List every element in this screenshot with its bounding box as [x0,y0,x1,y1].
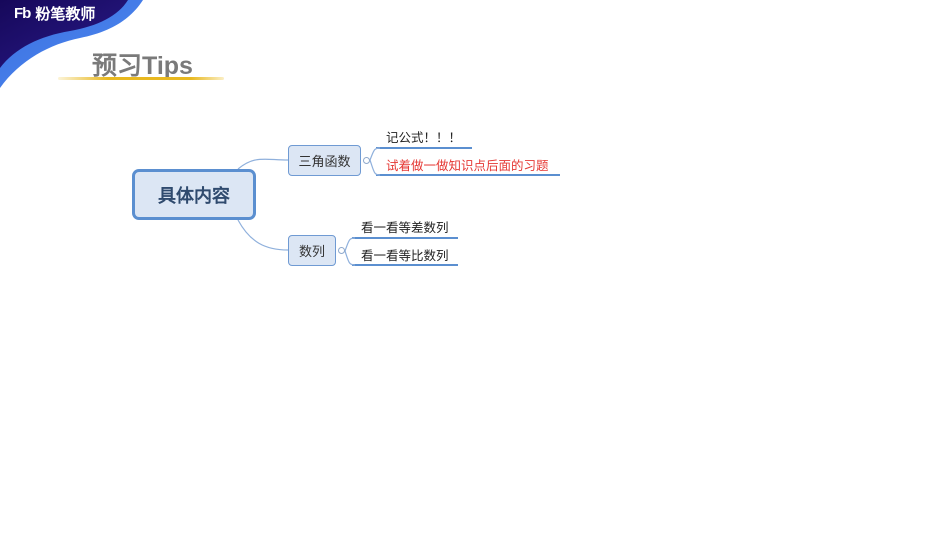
corner-wave-decoration [0,0,143,88]
mindmap-leaf[interactable]: 试着做一做知识点后面的习题 [386,158,549,173]
mindmap-root-node[interactable]: 具体内容 [132,169,256,220]
mindmap-leaf[interactable]: 看一看等比数列 [361,248,449,263]
brand-logo: Fb 粉笔教师 [14,3,95,24]
mindmap-node-trig[interactable]: 三角函数 [288,145,361,176]
page-title: 预习Tips [92,52,193,80]
mindmap-leaf[interactable]: 看一看等差数列 [361,220,449,235]
mindmap-node-sequence[interactable]: 数列 [288,235,336,266]
title-underline [58,77,224,80]
mindmap-leaf[interactable]: 记公式！！！ [386,130,462,145]
brand-name: 粉笔教师 [35,5,96,23]
collapse-toggle-icon[interactable] [363,157,370,164]
collapse-toggle-icon[interactable] [338,247,345,254]
fb-logo-icon: Fb [14,5,31,22]
